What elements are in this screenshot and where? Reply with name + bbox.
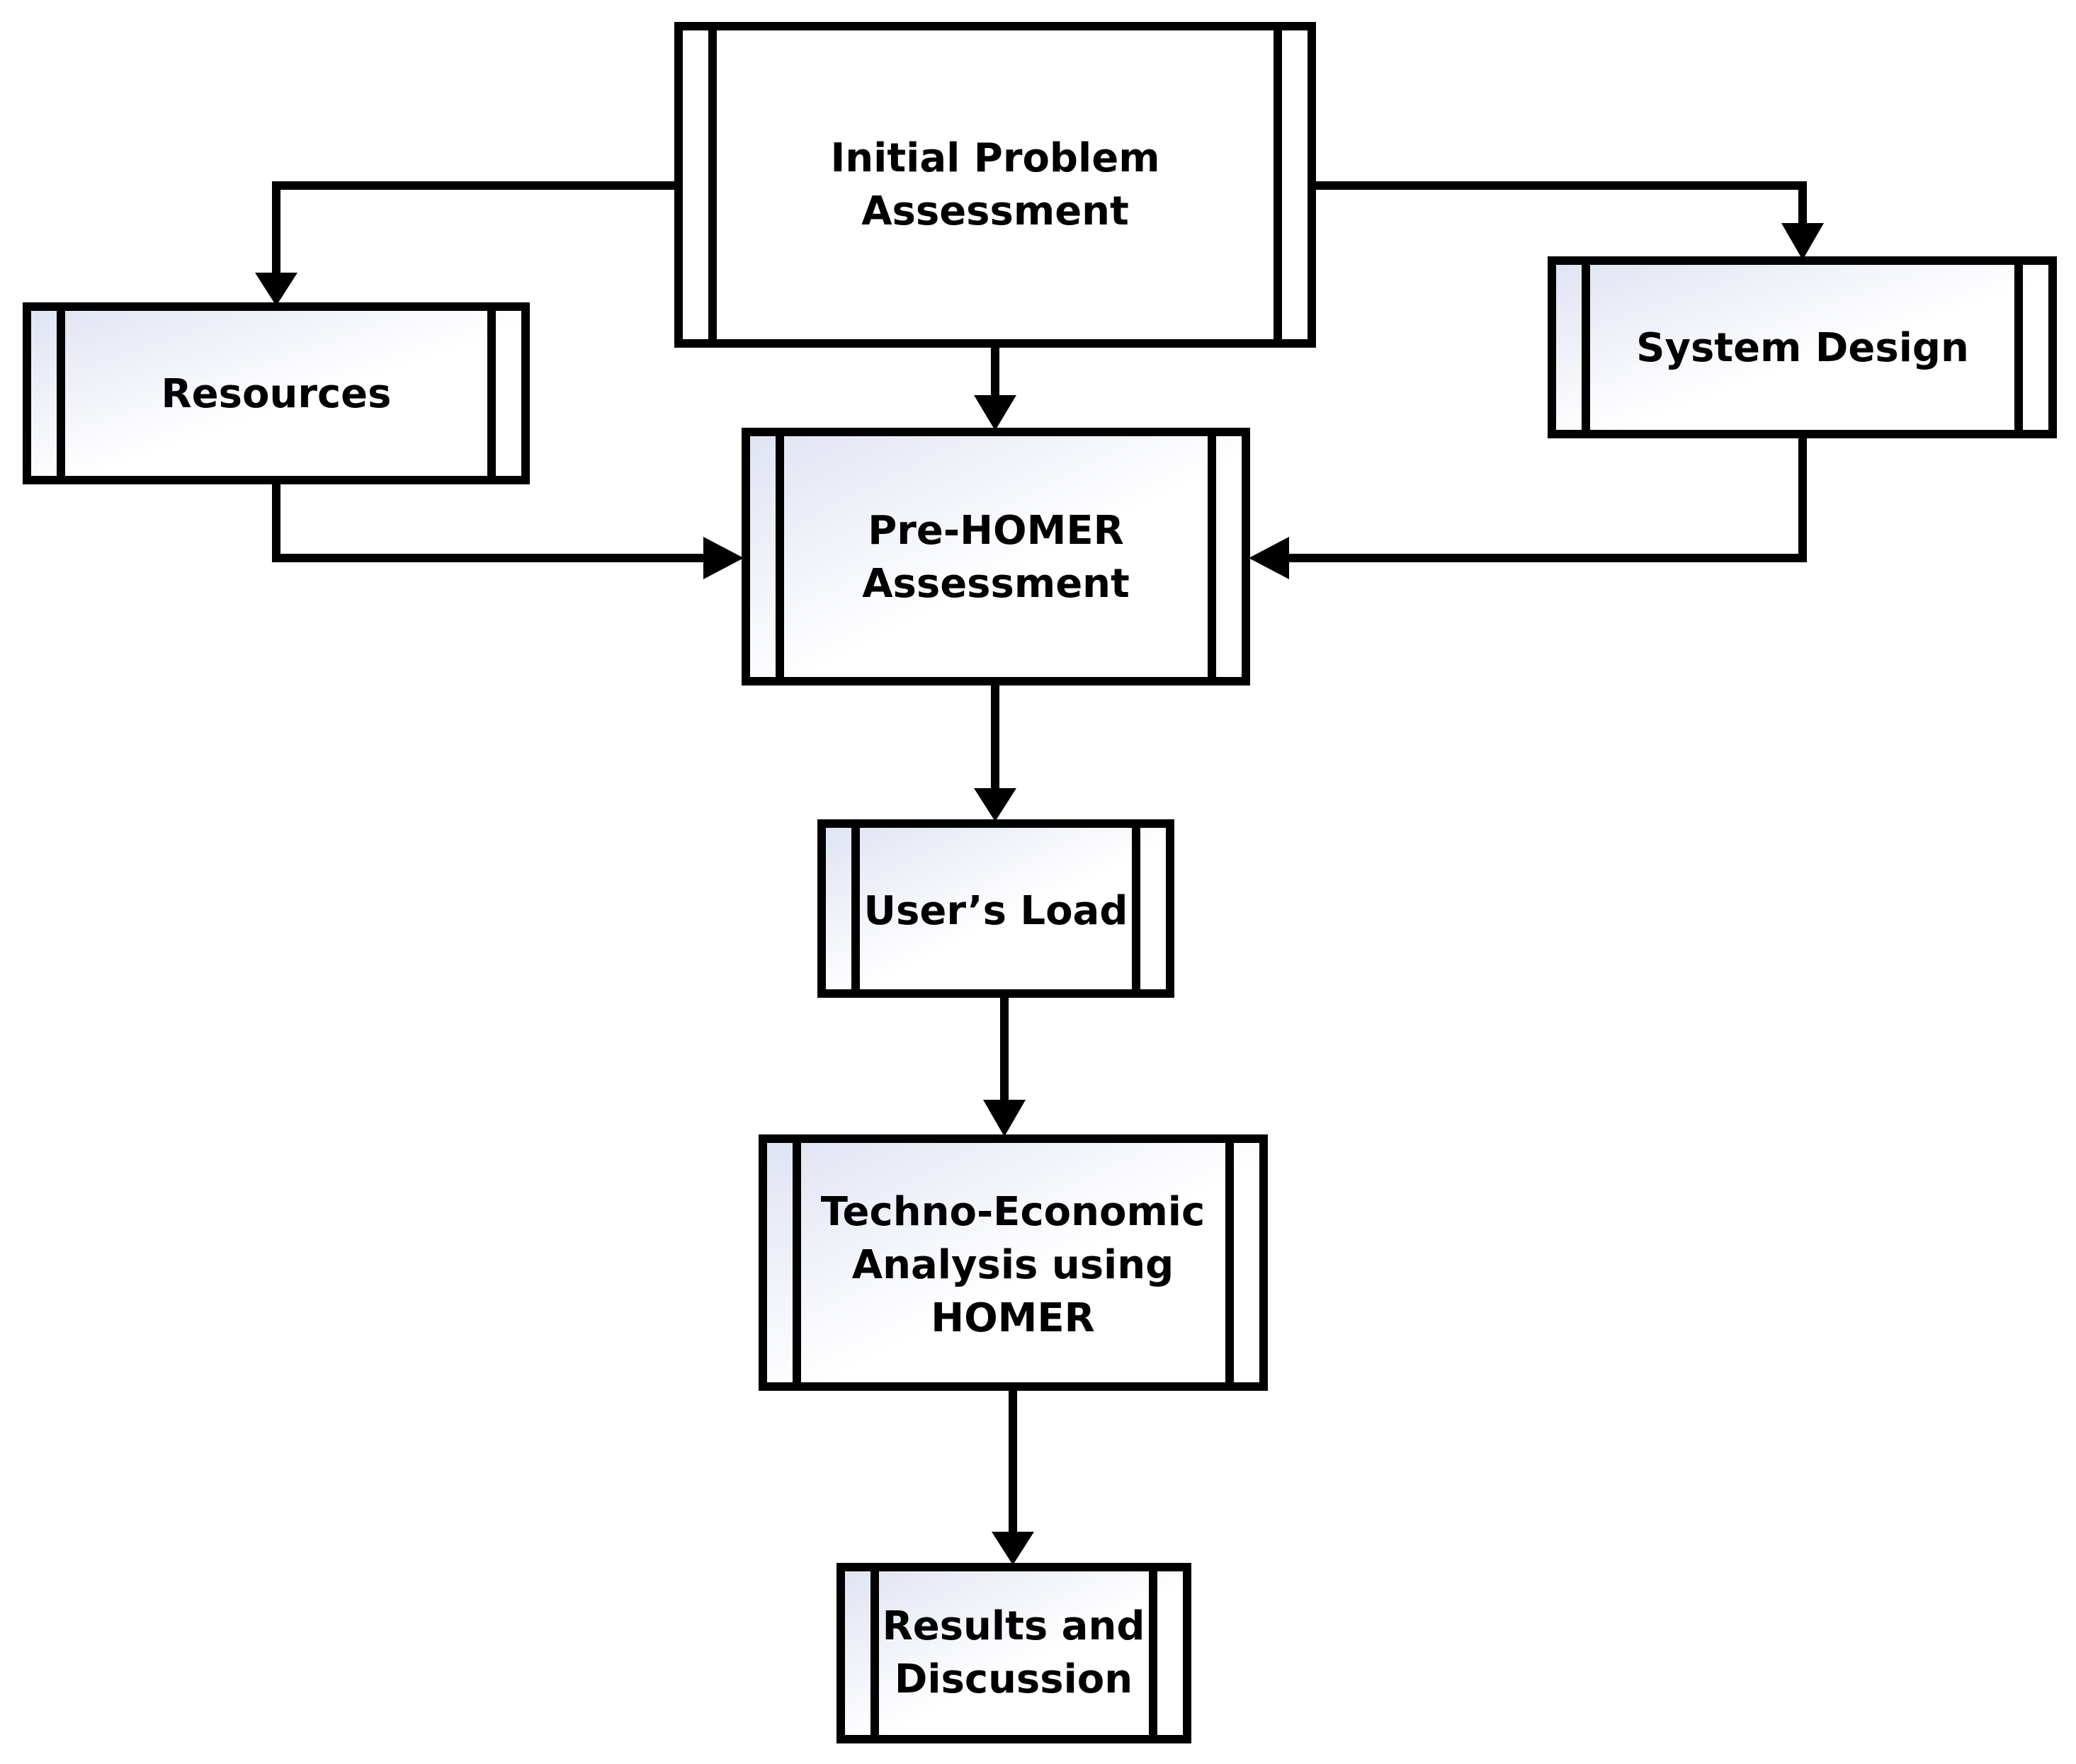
node-label-line: Pre-HOMER xyxy=(868,508,1123,554)
node-system-design[interactable]: System Design xyxy=(1548,256,2057,438)
arrowhead-pre-homer-left xyxy=(703,537,744,579)
node-techno-economic-analysis[interactable]: Techno-Economic Analysis using HOMER xyxy=(759,1134,1268,1391)
arrowhead-pre-homer-right xyxy=(1249,537,1289,579)
edge-initial-to-resources xyxy=(272,181,681,277)
node-label-line: Assessment xyxy=(862,561,1130,607)
arrowhead-system-design xyxy=(1781,223,1824,260)
node-label-line: Initial Problem xyxy=(830,135,1159,181)
node-label-line: Assessment xyxy=(861,188,1129,234)
node-label-line: Discussion xyxy=(895,1656,1133,1702)
arrowhead-users-load xyxy=(974,788,1016,821)
arrowhead-techno xyxy=(983,1100,1026,1137)
node-label-line: Analysis using xyxy=(852,1242,1174,1288)
arrowhead-pre-homer-top xyxy=(974,395,1016,431)
node-label-line: Techno-Economic xyxy=(821,1189,1205,1235)
node-pre-homer-assessment[interactable]: Pre-HOMER Assessment xyxy=(742,428,1250,685)
node-label-line: Resources xyxy=(161,371,392,417)
node-results-and-discussion[interactable]: Results and Discussion xyxy=(836,1563,1191,1743)
edge-resources-to-pre-homer xyxy=(272,477,709,562)
arrowhead-resources xyxy=(255,273,297,306)
node-initial-problem-assessment[interactable]: Initial Problem Assessment xyxy=(674,22,1316,348)
node-label-line: User’s Load xyxy=(864,888,1128,934)
edge-system-design-to-pre-homer xyxy=(1285,433,1807,562)
edge-initial-to-system-design xyxy=(1310,181,1807,227)
node-label-line: Results and xyxy=(883,1603,1145,1649)
arrowhead-results xyxy=(992,1532,1034,1565)
node-users-load[interactable]: User’s Load xyxy=(817,819,1174,998)
node-label-line: System Design xyxy=(1636,325,1969,371)
node-label-line: HOMER xyxy=(931,1295,1095,1341)
node-resources[interactable]: Resources xyxy=(23,302,530,484)
